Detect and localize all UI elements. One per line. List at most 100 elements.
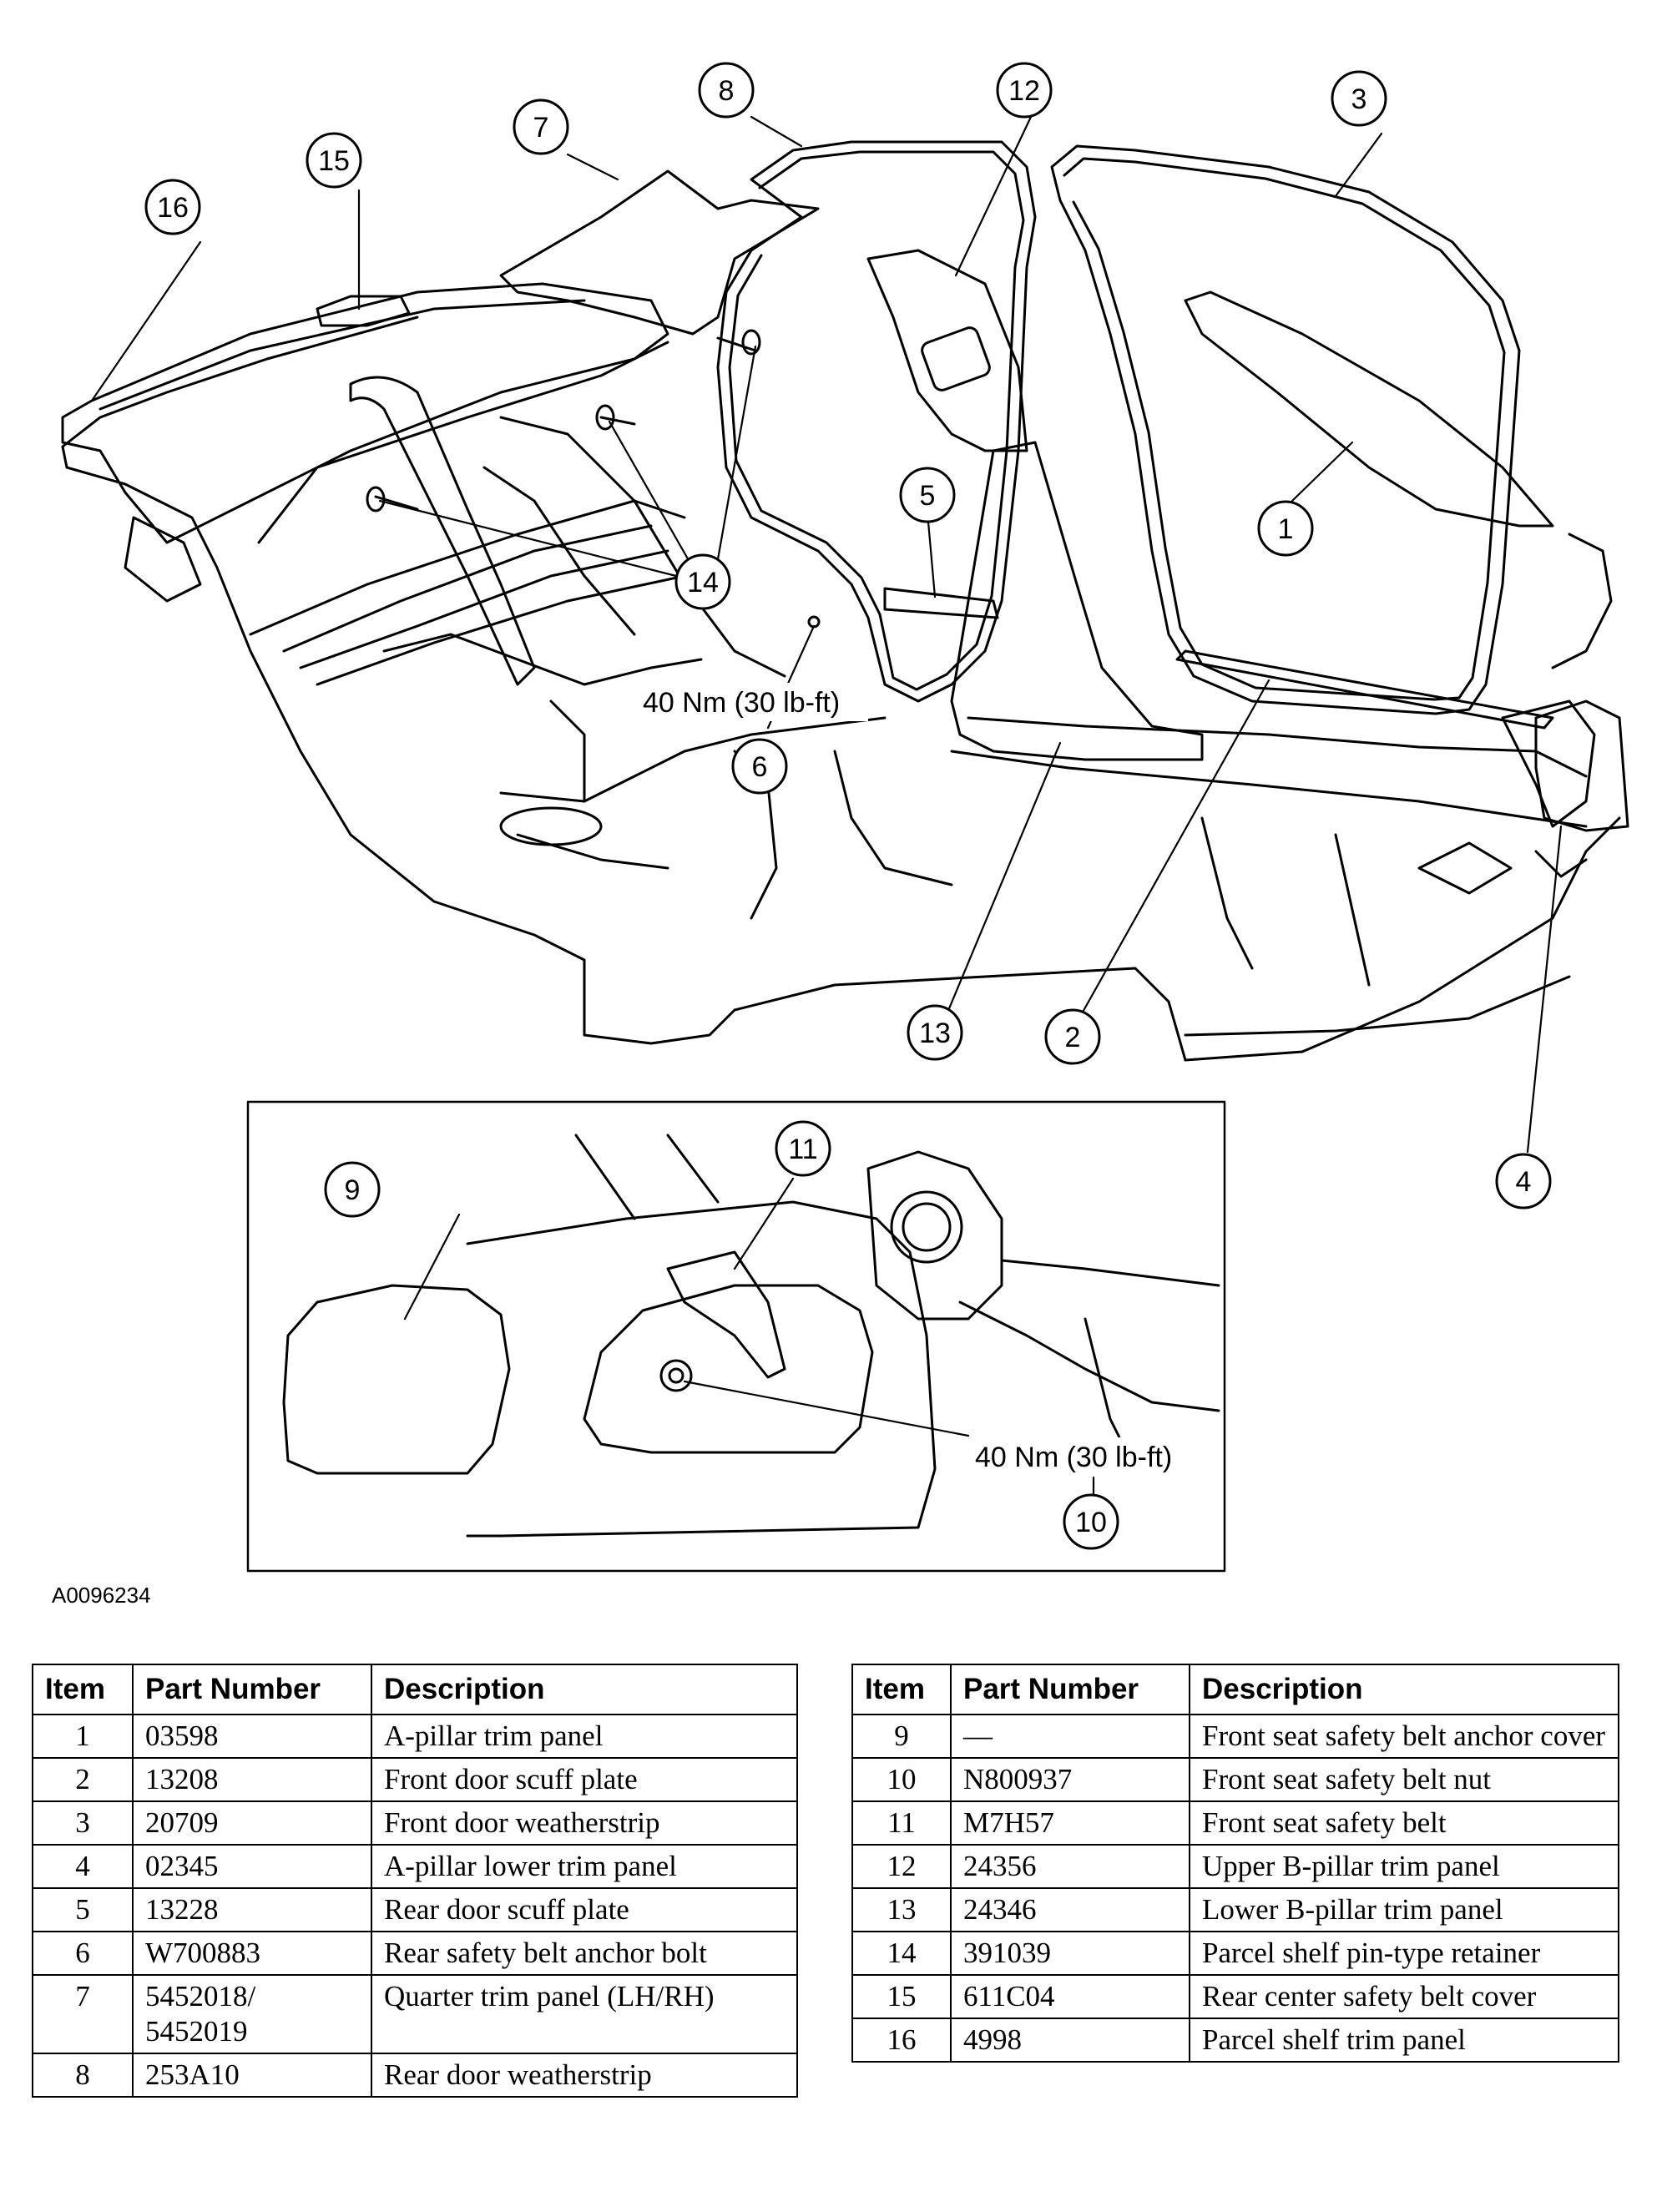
parts-table-right: Item Part Number Description 9—Front sea… bbox=[851, 1664, 1619, 2063]
part-number-cell: 5452018/ 5452019 bbox=[132, 1974, 372, 2054]
svg-text:9: 9 bbox=[345, 1174, 361, 1206]
item-cell: 8 bbox=[32, 2053, 134, 2098]
svg-text:2: 2 bbox=[1065, 1022, 1081, 1053]
part-number-cell: 02345 bbox=[132, 1844, 372, 1889]
item-cell: 15 bbox=[851, 1974, 952, 2019]
svg-text:12: 12 bbox=[1008, 75, 1040, 107]
description-cell: Front door weatherstrip bbox=[371, 1800, 798, 1846]
table-row: 9—Front seat safety belt anchor cover bbox=[851, 1714, 1619, 1759]
callout-1: 1 bbox=[1257, 500, 1314, 557]
callout-10: 10 bbox=[1063, 1493, 1119, 1550]
part-number-cell: 13228 bbox=[132, 1887, 372, 1932]
header-description: Description bbox=[1189, 1664, 1619, 1715]
belt-guide bbox=[921, 326, 991, 391]
table-header-row: Item Part Number Description bbox=[32, 1664, 798, 1715]
torque-label-inset: 40 Nm (30 lb-ft) bbox=[975, 1442, 1172, 1473]
description-cell: Rear center safety belt cover bbox=[1189, 1974, 1619, 2019]
torque-label-main: 40 Nm (30 lb-ft) bbox=[643, 687, 840, 719]
svg-text:10: 10 bbox=[1075, 1507, 1107, 1538]
belt-tongue bbox=[666, 1250, 786, 1379]
front-door-weatherstrip bbox=[1050, 144, 1521, 715]
description-cell: Rear door weatherstrip bbox=[371, 2053, 798, 2098]
item-cell: 9 bbox=[851, 1714, 952, 1759]
callouts: 1 2 3 4 5 6 7 8 9 10 11 12 13 14 15 16 bbox=[144, 62, 1552, 1550]
quarter-trim-panel bbox=[499, 169, 820, 336]
callout-12: 12 bbox=[996, 62, 1053, 119]
description-cell: A-pillar lower trim panel bbox=[371, 1844, 798, 1889]
callout-15: 15 bbox=[306, 132, 362, 189]
callout-5: 5 bbox=[899, 467, 956, 523]
description-cell: Parcel shelf pin-type retainer bbox=[1189, 1931, 1619, 1976]
header-part-number: Part Number bbox=[950, 1664, 1190, 1715]
item-cell: 6 bbox=[32, 1931, 134, 1976]
upper-b-pillar-trim-panel bbox=[866, 249, 1028, 452]
item-cell: 5 bbox=[32, 1887, 134, 1932]
header-item: Item bbox=[851, 1664, 952, 1715]
figure-id: A0096234 bbox=[52, 1583, 151, 1608]
item-cell: 2 bbox=[32, 1757, 134, 1802]
svg-text:16: 16 bbox=[157, 192, 189, 224]
svg-text:5: 5 bbox=[920, 480, 936, 512]
item-cell: 12 bbox=[851, 1844, 952, 1889]
part-number-cell: W700883 bbox=[132, 1931, 372, 1976]
rear-door-scuff-plate bbox=[883, 587, 999, 619]
svg-text:7: 7 bbox=[533, 112, 549, 144]
callout-16: 16 bbox=[144, 179, 201, 235]
part-number-cell: 24346 bbox=[950, 1887, 1190, 1932]
callout-13: 13 bbox=[907, 1004, 963, 1061]
item-cell: 16 bbox=[851, 2018, 952, 2063]
part-number-cell: 391039 bbox=[950, 1931, 1190, 1976]
item-cell: 13 bbox=[851, 1887, 952, 1932]
item-cell: 14 bbox=[851, 1931, 952, 1976]
a-pillar-lower-trim-panel bbox=[1534, 699, 1629, 832]
svg-text:15: 15 bbox=[318, 145, 350, 177]
part-number-cell: 4998 bbox=[950, 2018, 1190, 2063]
description-cell: Quarter trim panel (LH/RH) bbox=[371, 1974, 798, 2054]
description-cell: Front seat safety belt bbox=[1189, 1800, 1619, 1846]
part-number-cell: N800937 bbox=[950, 1757, 1190, 1802]
rear-door-weatherstrip bbox=[716, 140, 1037, 703]
description-cell: Front door scuff plate bbox=[371, 1757, 798, 1802]
svg-text:14: 14 bbox=[687, 567, 719, 598]
callout-9: 9 bbox=[324, 1161, 381, 1218]
part-number-cell: 13208 bbox=[132, 1757, 372, 1802]
svg-text:1: 1 bbox=[1278, 513, 1294, 545]
item-cell: 10 bbox=[851, 1757, 952, 1802]
description-cell: Front seat safety belt anchor cover bbox=[1189, 1714, 1619, 1759]
description-cell: Rear door scuff plate bbox=[371, 1887, 798, 1932]
header-description: Description bbox=[371, 1664, 798, 1715]
rear-belt bbox=[349, 376, 536, 686]
callout-8: 8 bbox=[698, 62, 755, 119]
part-number-cell: — bbox=[950, 1714, 1190, 1759]
part-number-cell: 20709 bbox=[132, 1800, 372, 1846]
belt-anchor-cover bbox=[282, 1284, 511, 1475]
table-header-row: Item Part Number Description bbox=[851, 1664, 1619, 1715]
description-cell: Rear safety belt anchor bolt bbox=[371, 1931, 798, 1976]
rear-center-belt-cover bbox=[316, 295, 411, 327]
leader-lines bbox=[90, 115, 1563, 1154]
part-number-cell: 24356 bbox=[950, 1844, 1190, 1889]
svg-text:4: 4 bbox=[1516, 1166, 1532, 1198]
belt-nut bbox=[659, 1359, 693, 1392]
callout-11: 11 bbox=[775, 1120, 831, 1177]
callout-4: 4 bbox=[1495, 1153, 1552, 1210]
svg-text:8: 8 bbox=[719, 75, 735, 107]
front-door-scuff-plate bbox=[1175, 649, 1554, 730]
description-cell: Upper B-pillar trim panel bbox=[1189, 1844, 1619, 1889]
item-cell: 7 bbox=[32, 1974, 134, 2054]
callout-3: 3 bbox=[1331, 70, 1387, 127]
description-cell: Lower B-pillar trim panel bbox=[1189, 1887, 1619, 1932]
item-cell: 3 bbox=[32, 1800, 134, 1846]
svg-text:13: 13 bbox=[919, 1018, 951, 1049]
pin-type-retainers bbox=[366, 329, 761, 513]
